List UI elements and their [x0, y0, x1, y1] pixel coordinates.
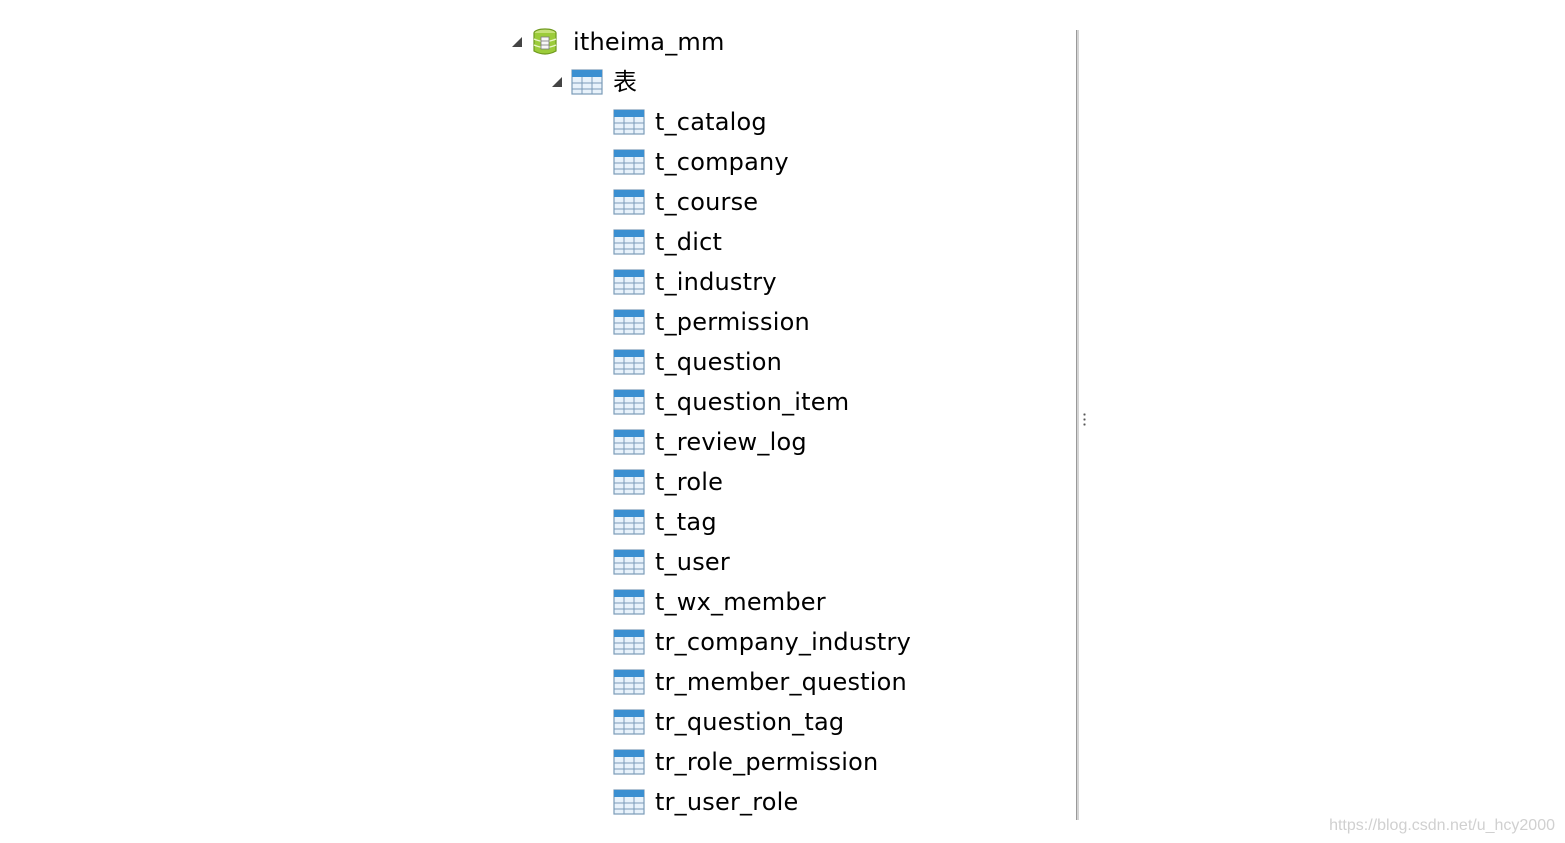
table-icon [613, 347, 647, 377]
collapse-toggle-database[interactable] [505, 22, 531, 62]
table-icon [613, 187, 647, 217]
tree-node-table[interactable]: t_role [505, 462, 1075, 502]
table-icon [613, 387, 647, 417]
tree-node-table[interactable]: t_permission [505, 302, 1075, 342]
table-icon [613, 667, 647, 697]
database-name: itheima_mm [573, 28, 725, 56]
pane-splitter[interactable] [1076, 30, 1079, 820]
table-icon [613, 787, 647, 817]
table-icon [613, 107, 647, 137]
table-name: tr_member_question [655, 668, 907, 696]
table-icon [613, 747, 647, 777]
tree-node-table[interactable]: tr_member_question [505, 662, 1075, 702]
tree-node-table[interactable]: t_question_item [505, 382, 1075, 422]
database-icon [531, 27, 565, 57]
table-icon [613, 507, 647, 537]
table-name: t_company [655, 148, 789, 176]
table-name: tr_company_industry [655, 628, 911, 656]
splitter-grip-icon[interactable] [1083, 412, 1086, 428]
tables-folder-icon [571, 67, 605, 97]
expanded-arrow-icon [512, 37, 522, 47]
tree-node-table[interactable]: t_wx_member [505, 582, 1075, 622]
table-name: t_catalog [655, 108, 767, 136]
tables-folder-label: 表 [613, 68, 638, 96]
table-name: t_question [655, 348, 783, 376]
tree-node-table[interactable]: t_catalog [505, 102, 1075, 142]
table-name: t_permission [655, 308, 810, 336]
table-icon [613, 147, 647, 177]
tree-node-table[interactable]: tr_role_permission [505, 742, 1075, 782]
table-name: t_course [655, 188, 759, 216]
object-tree: itheima_mm 表 t_catalog t_comp [505, 22, 1075, 822]
tree-node-table[interactable]: t_tag [505, 502, 1075, 542]
tree-node-table[interactable]: t_question [505, 342, 1075, 382]
tree-node-table[interactable]: t_course [505, 182, 1075, 222]
table-icon [613, 427, 647, 457]
tree-node-database[interactable]: itheima_mm [505, 22, 1075, 62]
table-name: t_review_log [655, 428, 807, 456]
table-name: t_industry [655, 268, 777, 296]
tree-node-table[interactable]: t_company [505, 142, 1075, 182]
expanded-arrow-icon [552, 77, 562, 87]
table-icon [613, 227, 647, 257]
table-list: t_catalog t_company t_course t_dict t_in… [505, 102, 1075, 822]
table-name: t_user [655, 548, 730, 576]
tree-node-table[interactable]: t_industry [505, 262, 1075, 302]
table-name: t_dict [655, 228, 723, 256]
table-name: tr_user_role [655, 788, 799, 816]
table-icon [613, 587, 647, 617]
table-name: t_tag [655, 508, 717, 536]
table-name: t_wx_member [655, 588, 826, 616]
table-icon [613, 307, 647, 337]
table-icon [613, 467, 647, 497]
tree-node-table[interactable]: tr_company_industry [505, 622, 1075, 662]
table-icon [613, 547, 647, 577]
table-name: tr_role_permission [655, 748, 879, 776]
table-name: tr_question_tag [655, 708, 845, 736]
table-name: t_question_item [655, 388, 850, 416]
tree-node-table[interactable]: tr_question_tag [505, 702, 1075, 742]
tree-node-table[interactable]: tr_user_role [505, 782, 1075, 822]
tree-node-tables-folder[interactable]: 表 [505, 62, 1075, 102]
watermark: https://blog.csdn.net/u_hcy2000 [1329, 817, 1555, 834]
table-name: t_role [655, 468, 724, 496]
table-icon [613, 627, 647, 657]
tree-node-table[interactable]: t_dict [505, 222, 1075, 262]
collapse-toggle-tables[interactable] [545, 62, 571, 102]
table-icon [613, 267, 647, 297]
tree-node-table[interactable]: t_review_log [505, 422, 1075, 462]
tree-node-table[interactable]: t_user [505, 542, 1075, 582]
table-icon [613, 707, 647, 737]
